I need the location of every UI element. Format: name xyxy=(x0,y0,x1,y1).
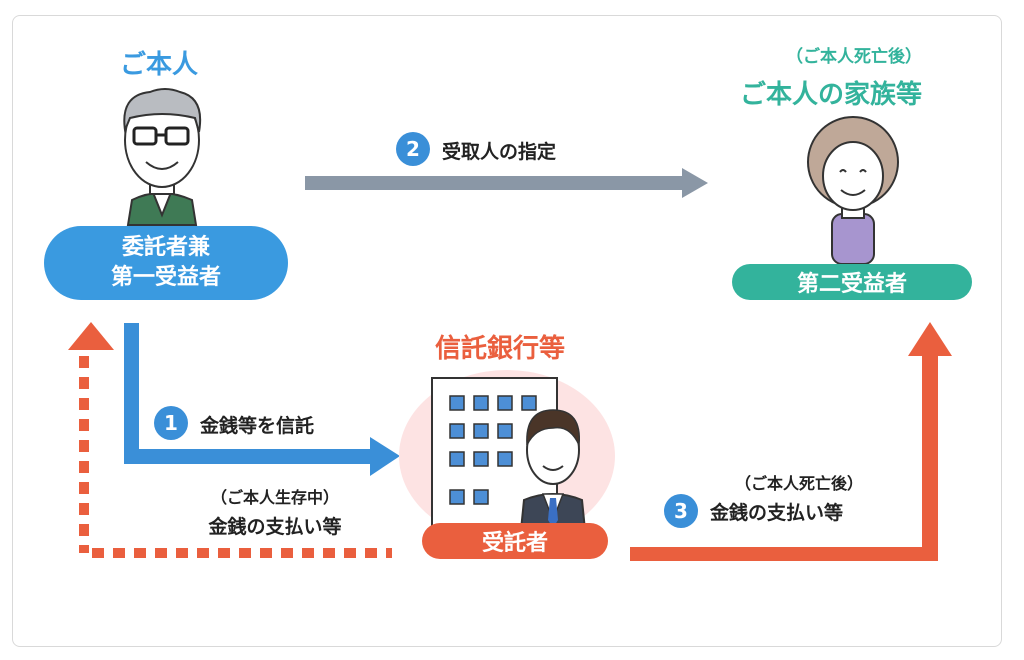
bank-illustration xyxy=(399,370,615,542)
settlor-illustration xyxy=(123,88,202,226)
living-payment-note: （ご本人生存中） xyxy=(210,488,339,507)
step-1-label: 金銭等を信託 xyxy=(200,415,315,437)
family-role-pill: 第二受益者 xyxy=(732,264,972,300)
bank-heading: 信託銀行等 xyxy=(435,334,566,364)
settlor-role-line1: 委託者兼 xyxy=(121,235,210,260)
settlor-role-pill: 委託者兼 第一受益者 xyxy=(44,226,288,300)
step-3-badge: 3 xyxy=(664,494,698,528)
trust-arrow xyxy=(124,323,400,476)
designation-arrow xyxy=(305,168,708,198)
step-3-note: （ご本人死亡後） xyxy=(734,474,863,493)
step-2-label: 受取人の指定 xyxy=(442,141,557,163)
family-heading: ご本人の家族等 xyxy=(740,80,923,110)
living-payment-arrow xyxy=(68,322,392,558)
settlor-role-line2: 第一受益者 xyxy=(110,265,221,290)
family-note: （ご本人死亡後） xyxy=(786,47,922,67)
step-1-badge: 1 xyxy=(154,406,188,440)
step-2-badge: 2 xyxy=(396,132,430,166)
living-payment-label: 金銭の支払い等 xyxy=(208,516,342,538)
settlor-heading: ご本人 xyxy=(120,50,199,80)
step-3-label: 金銭の支払い等 xyxy=(710,502,844,524)
payment-arrow xyxy=(630,322,952,561)
bank-role-pill: 受託者 xyxy=(422,523,608,559)
family-illustration xyxy=(807,116,899,265)
